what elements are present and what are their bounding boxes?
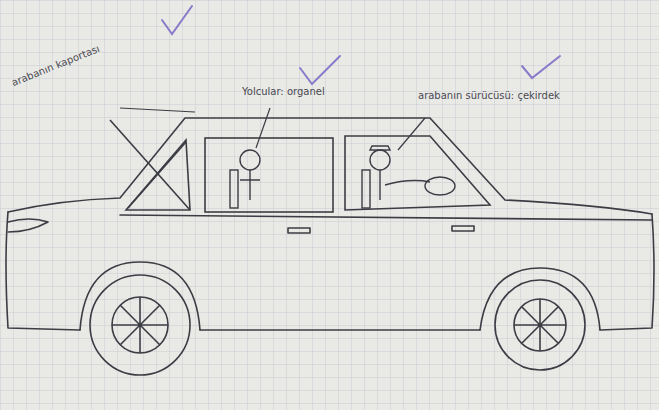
car-body [6, 118, 654, 330]
handwritten-label: Yolcular: organel [242, 86, 325, 98]
wheels [90, 275, 585, 375]
people [230, 146, 455, 208]
check-marks [162, 6, 560, 84]
windows [110, 120, 490, 212]
leader-lines [120, 108, 425, 150]
handwritten-label: arabanın sürücüsü: çekirdek [418, 90, 560, 102]
